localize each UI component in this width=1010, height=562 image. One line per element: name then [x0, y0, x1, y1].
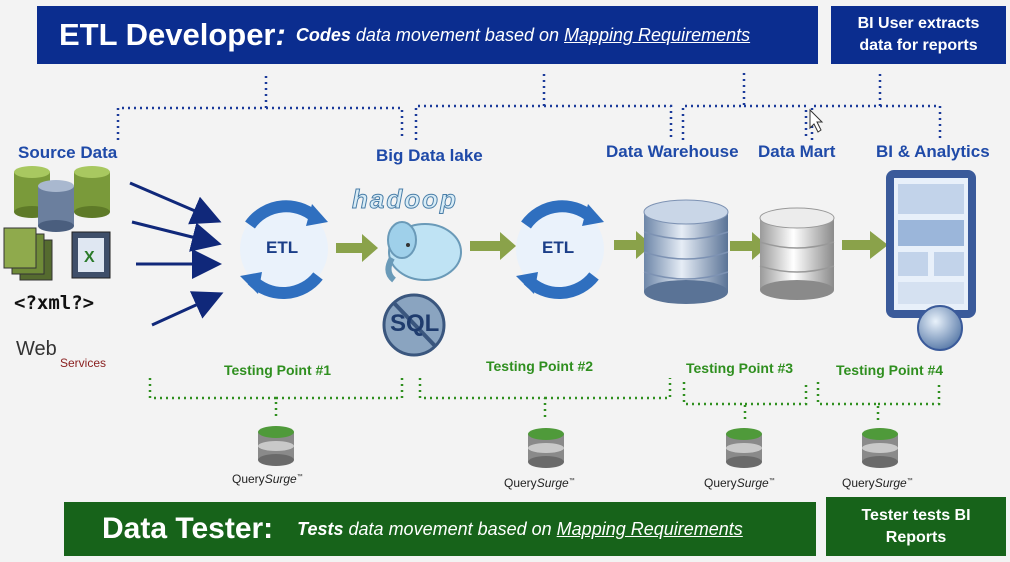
etl-label-2: ETL	[542, 238, 575, 257]
tester-bi-line1: Tester tests BI	[861, 506, 971, 524]
flow-arrow-4	[730, 232, 768, 260]
bi-user-line1: BI User extracts	[857, 15, 980, 32]
testing-point-1: Testing Point #1	[224, 362, 332, 378]
etl-cycle-2	[516, 200, 604, 299]
data-tester-keyword: Tests	[297, 518, 344, 539]
querysurge-label-4: QuerySurge™	[842, 476, 913, 490]
web-label: Web	[16, 338, 57, 360]
data-tester-requirements: Mapping Requirements	[556, 518, 743, 539]
bi-user-line2: data for reports	[859, 37, 978, 54]
source-arrow-1	[129, 181, 222, 225]
querysurge-icon-3	[726, 428, 762, 468]
stage-source-data: Source Data	[18, 143, 118, 162]
source-arrow-2	[131, 220, 222, 252]
stage-big-data-lake: Big Data lake	[376, 146, 483, 165]
tester-bi-box: Tester tests BI Reports	[826, 497, 1006, 556]
hadoop-logo-text: hadoop	[352, 184, 458, 215]
querysurge-icon-1	[258, 426, 294, 466]
tester-bi-line2: Reports	[885, 528, 947, 546]
db-stack-2	[38, 180, 74, 232]
etl-developer-banner: ETL Developer: Codes data movement based …	[37, 6, 818, 64]
data-tester-description: data movement based on	[343, 518, 557, 539]
etl-label-1: ETL	[266, 238, 299, 257]
bracket-etl-2	[414, 72, 673, 140]
bracket-test-1	[148, 378, 404, 420]
data-mart-icon	[759, 207, 835, 300]
etl-developer-role: ETL Developer	[59, 17, 276, 52]
bracket-test-2	[418, 378, 672, 420]
bracket-etl-1	[116, 72, 404, 140]
source-database-icons	[14, 166, 110, 232]
querysurge-label-1: QuerySurge™	[232, 472, 303, 486]
querysurge-label-3: QuerySurge™	[704, 476, 775, 490]
stage-data-mart: Data Mart	[758, 142, 836, 161]
stage-data-warehouse: Data Warehouse	[606, 142, 739, 161]
db-stack-3	[74, 166, 110, 218]
flow-arrow-5	[842, 231, 888, 259]
querysurge-icon-2	[528, 428, 564, 468]
etl-developer-colon: :	[275, 17, 286, 52]
flow-arrow-2	[470, 232, 516, 260]
data-warehouse-icon	[643, 199, 729, 304]
sql-label: SQL	[390, 310, 440, 337]
flow-arrow-3	[614, 231, 652, 259]
testing-point-3: Testing Point #3	[686, 360, 794, 376]
source-arrow-4	[151, 291, 224, 327]
developer-brackets	[116, 72, 942, 140]
bi-dashboard-icon	[886, 170, 976, 351]
tester-brackets	[148, 378, 941, 422]
etl-developer-description: data movement based on	[350, 24, 564, 45]
bracket-etl-3	[681, 72, 808, 140]
flow-arrow-1	[336, 234, 378, 262]
etl-cycle-1	[240, 200, 328, 299]
source-arrows	[129, 181, 224, 327]
mouse-cursor-icon	[809, 108, 824, 133]
spreadsheet-icon: X	[71, 231, 111, 279]
flow-arrows	[336, 231, 888, 262]
sql-no-icon	[382, 293, 446, 357]
data-tester-role: Data Tester:	[102, 512, 274, 545]
services-label: Services	[60, 356, 107, 370]
file-stack-icon	[3, 227, 53, 281]
testing-point-4: Testing Point #4	[836, 362, 944, 378]
etl-developer-keyword: Codes	[295, 24, 351, 45]
svg-text:X: X	[84, 249, 95, 266]
hadoop-elephant-icon	[385, 221, 462, 283]
bracket-bi	[810, 72, 942, 140]
xml-label: <?xml?>	[14, 292, 95, 314]
data-tester-banner: Data Tester: Tests data movement based on…	[64, 502, 816, 556]
querysurge-label-2: QuerySurge™	[504, 476, 575, 490]
bracket-test-4	[816, 382, 941, 422]
querysurge-icon-4	[862, 428, 898, 468]
testing-point-2: Testing Point #2	[486, 358, 594, 374]
bi-user-box: BI User extracts data for reports	[831, 6, 1006, 64]
etl-developer-requirements: Mapping Requirements	[564, 24, 751, 45]
bracket-test-3	[682, 382, 808, 422]
stage-bi-analytics: BI & Analytics	[876, 142, 990, 161]
